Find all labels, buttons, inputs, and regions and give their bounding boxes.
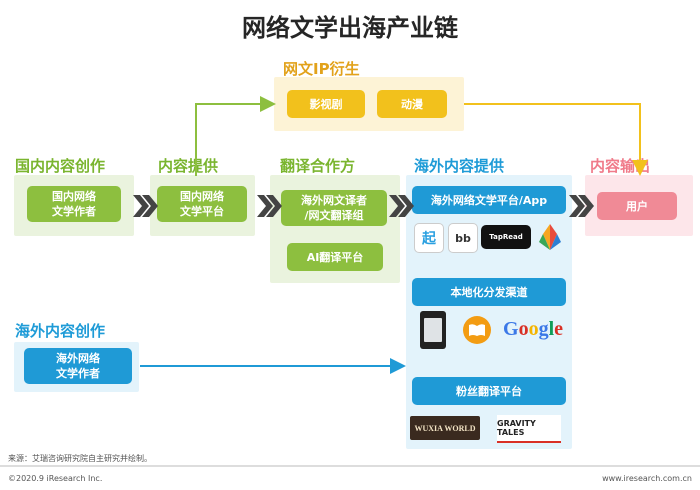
qidian-logo-icon: 起 bbox=[414, 223, 444, 253]
overseas-supply-label: 海外内容提供 bbox=[414, 157, 505, 175]
domestic-platform-box: 国内网络 文学平台 bbox=[157, 186, 247, 222]
gravity-tales-logo-icon: GRAVITY TALES bbox=[497, 415, 561, 443]
overseas-translator-box: 海外网文译者 /网文翻译组 bbox=[281, 190, 387, 226]
animation-box: 动漫 bbox=[377, 90, 447, 118]
webnovel-logo-icon bbox=[537, 222, 563, 252]
chevron-3-icon bbox=[389, 195, 414, 217]
ip-to-user-arrow bbox=[464, 103, 648, 176]
overseas-platform-box: 海外网络文学平台/App bbox=[412, 186, 566, 214]
overseas-creation-label: 海外内容创作 bbox=[15, 322, 106, 340]
ip-feed-arrow bbox=[195, 96, 276, 176]
google-logo: Google bbox=[503, 318, 564, 340]
copyright-text: ©2020.9 iResearch Inc. bbox=[8, 474, 103, 483]
babel-logo-icon: bb bbox=[448, 223, 478, 253]
translation-label: 翻译合作方 bbox=[280, 157, 356, 175]
source-note: 来源：艾瑞咨询研究院自主研究并绘制。 bbox=[8, 454, 152, 463]
fan-translation-box: 粉丝翻译平台 bbox=[412, 377, 566, 405]
user-box: 用户 bbox=[597, 192, 677, 220]
site-url: www.iresearch.com.cn bbox=[602, 474, 692, 483]
chevron-2-icon bbox=[257, 195, 282, 217]
ibooks-icon bbox=[463, 316, 491, 344]
page-title: 网络文学出海产业链 bbox=[242, 14, 458, 42]
kindle-icon bbox=[420, 311, 446, 349]
tapread-logo-icon: TapRead bbox=[481, 225, 531, 249]
domestic-author-box: 国内网络 文学作者 bbox=[27, 186, 121, 222]
overseas-author-box: 海外网络 文学作者 bbox=[24, 348, 132, 384]
chevron-4-icon bbox=[569, 195, 594, 217]
ip-derivation-label: 网文IP衍生 bbox=[283, 60, 360, 78]
ai-translation-box: AI翻译平台 bbox=[287, 243, 383, 271]
film-tv-box: 影视剧 bbox=[287, 90, 365, 118]
domestic-creation-label: 国内内容创作 bbox=[15, 157, 106, 175]
localized-distribution-box: 本地化分发渠道 bbox=[412, 278, 566, 306]
wuxiaworld-logo-icon: WUXIA WORLD bbox=[410, 416, 480, 440]
chevron-1-icon bbox=[133, 195, 158, 217]
content-supply-label: 内容提供 bbox=[158, 157, 219, 175]
